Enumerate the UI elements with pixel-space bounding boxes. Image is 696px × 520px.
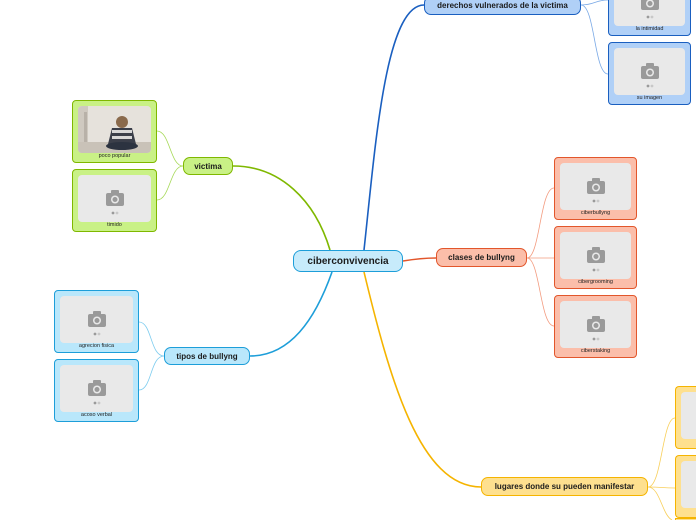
- card-lugares-1[interactable]: [675, 386, 696, 449]
- link-victima-child-2: [157, 166, 183, 200]
- image-placeholder: [681, 461, 696, 508]
- card-su-imagen[interactable]: su imagen: [608, 42, 691, 105]
- link-root-lugares: [364, 272, 481, 487]
- camera-icon: [87, 379, 107, 407]
- link-clases-child-3: [527, 258, 554, 326]
- root-node[interactable]: ciberconvivencia: [293, 250, 403, 272]
- root-label: ciberconvivencia: [307, 256, 388, 267]
- camera-icon: [640, 0, 660, 21]
- camera-icon: [640, 62, 660, 90]
- image-placeholder: [560, 301, 631, 348]
- card-timido[interactable]: timido: [72, 169, 157, 232]
- card-lugares-2[interactable]: [675, 455, 696, 518]
- link-derechos-child-2: [581, 5, 608, 74]
- card-caption: acoso verbal: [55, 412, 138, 418]
- link-root-derechos: [364, 5, 424, 250]
- branch-victima[interactable]: victima: [183, 157, 233, 175]
- image-placeholder: [78, 175, 151, 222]
- branch-clases-de-bullyng[interactable]: clases de bullyng: [436, 248, 527, 267]
- link-lugares-child-1: [648, 418, 675, 487]
- branch-label: tipos de bullyng: [176, 352, 237, 361]
- card-agrecion-fisica[interactable]: agrecion fisica: [54, 290, 139, 353]
- card-caption: timido: [73, 222, 156, 228]
- link-root-clases: [403, 258, 436, 261]
- link-derechos-child-1: [581, 0, 608, 5]
- card-ciberbullyng[interactable]: ciberbullyng: [554, 157, 637, 220]
- link-clases-child-1: [527, 188, 554, 258]
- link-victima-child-1: [157, 131, 183, 166]
- camera-icon: [586, 246, 606, 274]
- branch-label: derechos vulnerados de la victima: [437, 1, 568, 10]
- image-placeholder: [614, 48, 685, 95]
- link-root-victima: [233, 166, 330, 250]
- card-poco-popular[interactable]: poco popular: [72, 100, 157, 163]
- card-cibergrooming[interactable]: cibergrooming: [554, 226, 637, 289]
- image-placeholder: [560, 232, 631, 279]
- branch-derechos-vulnerados[interactable]: derechos vulnerados de la victima: [424, 0, 581, 15]
- camera-icon: [87, 310, 107, 338]
- card-caption: agrecion fisica: [55, 343, 138, 349]
- image-placeholder: [560, 163, 631, 210]
- camera-icon: [105, 189, 125, 217]
- card-caption: poco popular: [73, 153, 156, 159]
- camera-icon: [586, 177, 606, 205]
- image-placeholder: [614, 0, 685, 26]
- link-tipos-child-2: [139, 356, 164, 390]
- card-caption: la intimidad: [609, 26, 690, 32]
- camera-icon: [586, 315, 606, 343]
- card-caption: cibergrooming: [555, 279, 636, 285]
- branch-tipos-de-bullyng[interactable]: tipos de bullyng: [164, 347, 250, 365]
- child-photo: [78, 106, 151, 153]
- image-placeholder: [681, 392, 696, 439]
- card-la-intimidad[interactable]: la intimidad: [608, 0, 691, 36]
- card-caption: ciberstaking: [555, 348, 636, 354]
- card-caption: su imagen: [609, 95, 690, 101]
- card-caption: ciberbullyng: [555, 210, 636, 216]
- image-placeholder: [60, 365, 133, 412]
- branch-label: victima: [194, 162, 222, 171]
- branch-label: lugares donde su pueden manifestar: [495, 482, 635, 491]
- branch-lugares[interactable]: lugares donde su pueden manifestar: [481, 477, 648, 496]
- image-placeholder: [60, 296, 133, 343]
- card-ciberstaking[interactable]: ciberstaking: [554, 295, 637, 358]
- link-root-tipos: [250, 272, 332, 356]
- link-tipos-child-1: [139, 322, 164, 356]
- card-acoso-verbal[interactable]: acoso verbal: [54, 359, 139, 422]
- child-photo-image: [78, 106, 151, 153]
- link-lugares-child-3: [648, 487, 672, 520]
- branch-label: clases de bullyng: [448, 253, 515, 262]
